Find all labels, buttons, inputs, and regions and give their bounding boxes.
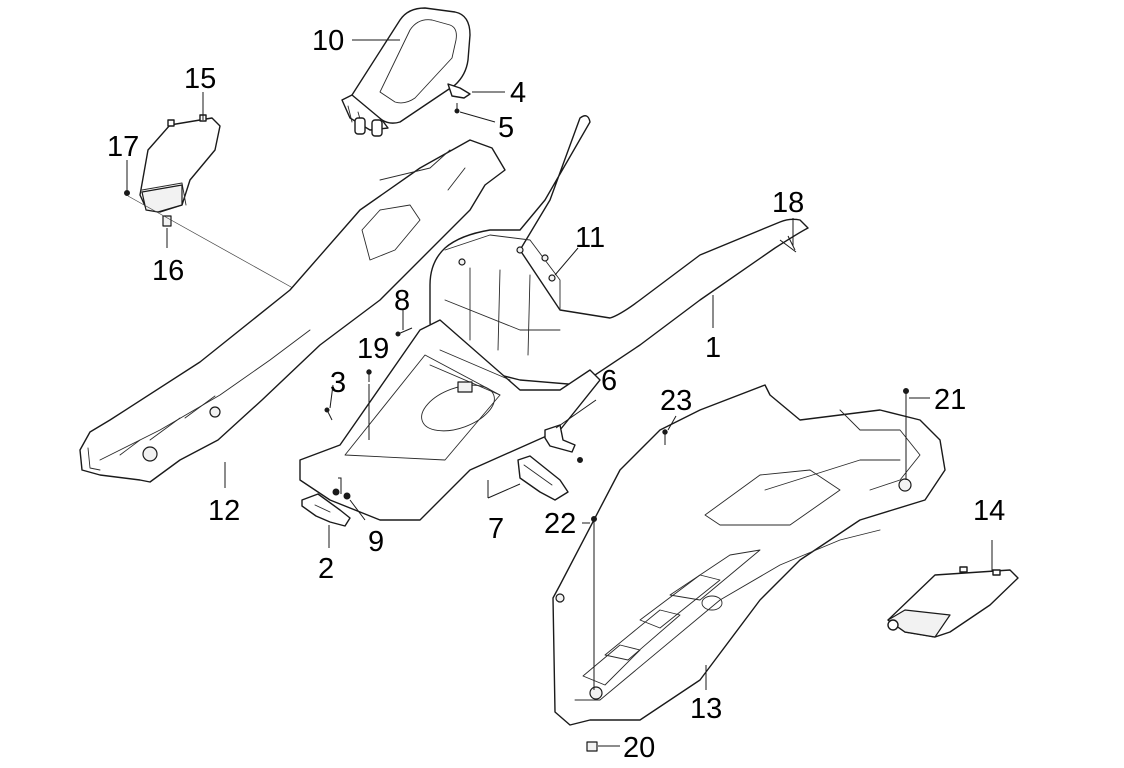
callout-22[interactable]: 22 xyxy=(544,508,576,540)
callout-17[interactable]: 17 xyxy=(107,131,139,163)
part-14-side-cover xyxy=(887,566,1019,638)
part-1-central-cover xyxy=(299,115,809,521)
part-13-footrest-right xyxy=(552,384,946,726)
part-6-latch xyxy=(544,424,583,463)
callout-5[interactable]: 5 xyxy=(498,112,514,144)
callout-2[interactable]: 2 xyxy=(318,553,334,585)
callout-23[interactable]: 23 xyxy=(660,385,692,417)
leader-3 xyxy=(329,384,334,409)
part-21-screw xyxy=(903,388,909,480)
callout-3[interactable]: 3 xyxy=(330,367,346,399)
part-12-footrest-left xyxy=(79,139,506,483)
callout-15[interactable]: 15 xyxy=(184,63,216,95)
callout-18[interactable]: 18 xyxy=(772,187,804,219)
leader-5 xyxy=(459,111,496,123)
callout-14[interactable]: 14 xyxy=(973,495,1005,527)
leader-23 xyxy=(667,415,677,431)
part-4-clip xyxy=(447,83,471,99)
leader-7 xyxy=(487,480,521,499)
part-16-clip xyxy=(162,215,172,227)
callout-10[interactable]: 10 xyxy=(312,25,344,57)
callout-12[interactable]: 12 xyxy=(208,495,240,527)
leader-6 xyxy=(555,399,597,429)
callout-19[interactable]: 19 xyxy=(357,333,389,365)
part-17-screw xyxy=(124,190,130,196)
part-7-latch-bracket xyxy=(517,455,569,501)
part-10-cover xyxy=(341,7,471,137)
part-15-side-cover xyxy=(139,114,221,213)
part-8-screw xyxy=(395,327,413,337)
callout-11[interactable]: 11 xyxy=(575,222,605,254)
callout-1[interactable]: 1 xyxy=(705,332,721,364)
part-20-clip-nut xyxy=(586,741,598,752)
leader-11 xyxy=(554,247,579,276)
callout-4[interactable]: 4 xyxy=(510,77,526,109)
part-19-screw xyxy=(366,369,372,382)
part-11-nut xyxy=(548,274,556,282)
part-5-screw xyxy=(454,103,460,114)
part-18-screw xyxy=(779,235,797,253)
callout-6[interactable]: 6 xyxy=(601,365,617,397)
assembly-line-15 xyxy=(127,195,301,293)
part-9-spring xyxy=(332,477,351,500)
part-2-bracket xyxy=(301,493,351,527)
part-23-screw xyxy=(662,429,668,445)
part-22-screw xyxy=(591,516,597,690)
callout-13[interactable]: 13 xyxy=(690,693,722,725)
part-3-screw xyxy=(324,407,333,421)
callout-21[interactable]: 21 xyxy=(934,384,966,416)
callout-8[interactable]: 8 xyxy=(394,285,410,317)
callout-16[interactable]: 16 xyxy=(152,255,184,287)
leader-9 xyxy=(349,499,366,521)
callout-7[interactable]: 7 xyxy=(488,513,504,545)
callout-9[interactable]: 9 xyxy=(368,526,384,558)
callout-20[interactable]: 20 xyxy=(623,732,655,764)
